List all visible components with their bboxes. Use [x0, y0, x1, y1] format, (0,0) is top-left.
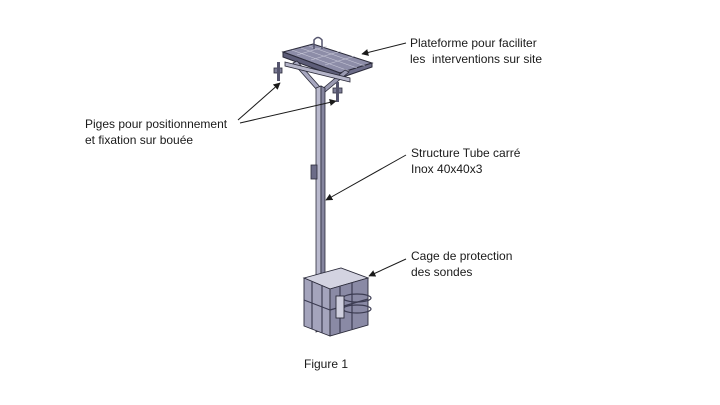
platform-label-line-1: Plateforme pour faciliter	[410, 36, 537, 50]
arrow-cage	[368, 258, 407, 277]
protection-cage	[302, 267, 372, 337]
cage-label-line-2: des sondes	[411, 265, 473, 279]
arrow-tube	[325, 154, 407, 201]
cage-label: Cage de protection des sondes	[411, 248, 512, 280]
tube-label-line-1: Structure Tube carré	[411, 146, 521, 160]
arrow-pin-right	[239, 98, 337, 124]
arrow-pin-left	[237, 82, 281, 121]
positioning-pin-left	[273, 62, 283, 81]
tube-label-line-2: Inox 40x40x3	[411, 162, 483, 176]
pins-label: Piges pour positionnement et fixation su…	[85, 116, 227, 148]
leader-arrows	[237, 42, 407, 277]
pins-label-line-2: et fixation sur bouée	[85, 133, 194, 147]
platform	[281, 36, 374, 79]
cage-label-line-1: Cage de protection	[411, 249, 513, 263]
platform-label: Plateforme pour faciliter les interventi…	[410, 35, 542, 67]
arrow-platform	[361, 42, 407, 56]
positioning-pin-right	[332, 82, 343, 102]
figure-caption: Figure 1	[304, 357, 349, 371]
platform-label-line-2: les interventions sur site	[410, 52, 543, 66]
pins-label-line-1: Piges pour positionnement	[85, 117, 228, 131]
tube-label: Structure Tube carré Inox 40x40x3	[411, 145, 520, 177]
